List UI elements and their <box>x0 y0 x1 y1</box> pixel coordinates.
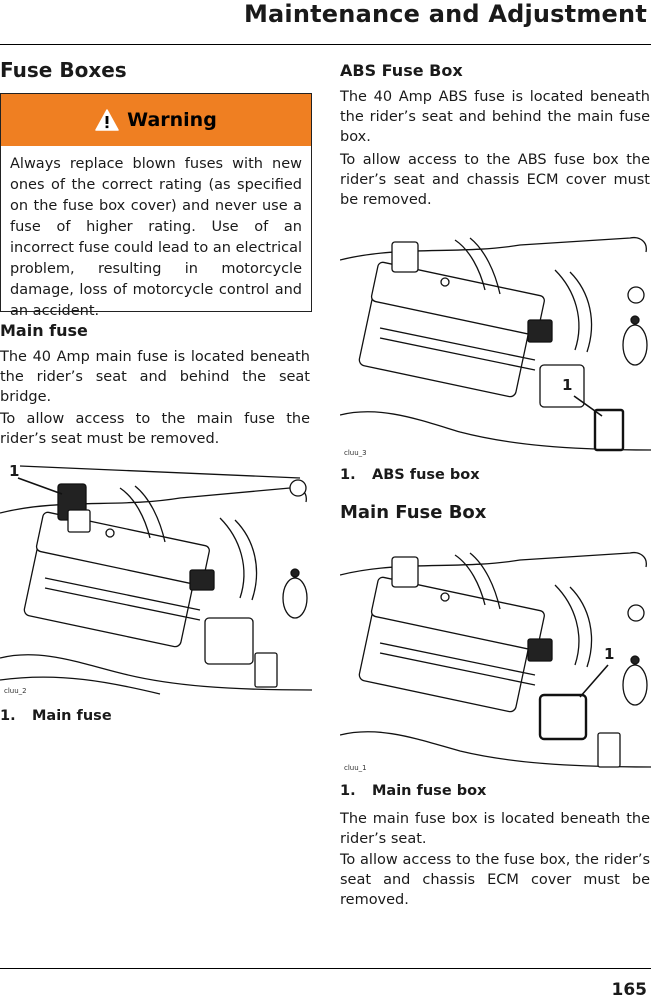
caption-text: ABS fuse box <box>372 467 480 483</box>
paragraph: To allow access to the main fuse the rid… <box>0 411 310 447</box>
caption-number: 1. <box>340 783 356 799</box>
figure-callout: 1 <box>9 462 20 480</box>
warning-box: Warning Always replace blown fuses with … <box>0 93 312 319</box>
paragraph: To allow access to the fuse box, the rid… <box>340 852 650 908</box>
section-heading: Fuse Boxes <box>0 58 127 82</box>
figure-callout: 1 <box>604 645 615 663</box>
paragraph: To allow access to the ABS fuse box the … <box>340 152 650 208</box>
caption-text: Main fuse box <box>372 783 487 799</box>
page-number: 165 <box>611 980 648 1000</box>
figure-caption: 1. Main fuse box <box>340 783 486 799</box>
figure-code: cluu_1 <box>344 764 367 772</box>
page-header-title: Maintenance and Adjustment <box>243 0 647 28</box>
warning-text: Always replace blown fuses with new ones… <box>10 156 302 319</box>
figure-caption: 1. Main fuse <box>0 708 112 724</box>
main-fuse-box-illustration: 1 cluu_1 <box>340 535 651 775</box>
caption-number: 1. <box>0 708 16 724</box>
figure-code: cluu_2 <box>4 687 27 695</box>
paragraph: The main fuse box is located beneath the… <box>340 811 650 847</box>
subheading-abs-fuse-box: ABS Fuse Box <box>340 61 463 80</box>
figure-caption: 1. ABS fuse box <box>340 467 480 483</box>
exclamation-triangle-icon <box>95 109 119 131</box>
abs-fuse-box-illustration: 1 cluu_3 <box>340 220 651 460</box>
figure-code: cluu_3 <box>344 449 367 457</box>
caption-text: Main fuse <box>32 708 112 724</box>
footer-rule <box>0 968 651 969</box>
figure-callout: 1 <box>562 376 573 394</box>
main-fuse-illustration: 1 cluu_2 <box>0 458 312 698</box>
caption-number: 1. <box>340 467 356 483</box>
warning-title: Warning <box>127 109 217 131</box>
subheading-main-fuse: Main fuse <box>0 321 88 340</box>
paragraph: The 40 Amp main fuse is located beneath … <box>0 349 310 405</box>
header-rule <box>0 44 651 45</box>
warning-header: Warning <box>1 94 311 146</box>
subheading-main-fuse-box: Main Fuse Box <box>340 502 487 523</box>
paragraph: The 40 Amp ABS fuse is located beneath t… <box>340 89 650 145</box>
